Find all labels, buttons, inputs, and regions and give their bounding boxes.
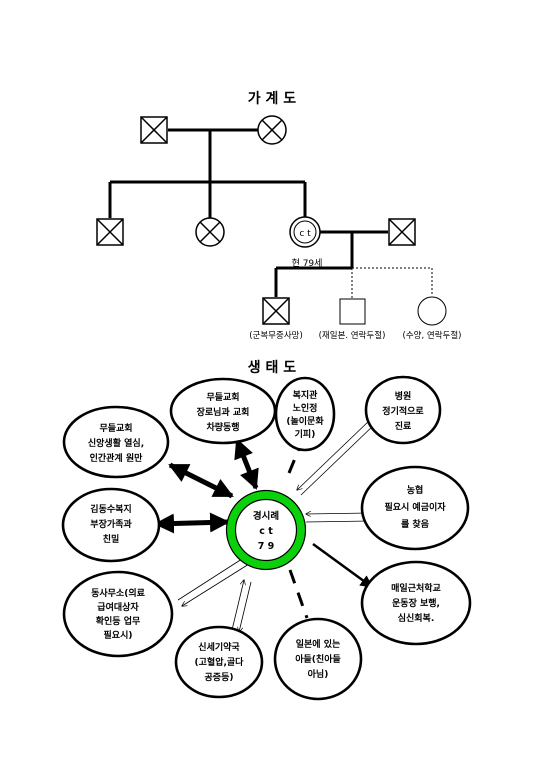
node-nonghyup-line-1: 농협	[407, 484, 424, 496]
node-dong-office-line-3: 확인등 업무	[96, 615, 141, 627]
child-note-1: (군복무중사망)	[249, 330, 303, 341]
son-japan-symbol	[339, 298, 366, 325]
node-church-faith: 무들교회 신앙생활 열심, 인간관계 원만	[62, 405, 170, 479]
father-deceased-symbol	[140, 116, 168, 144]
node-son-japan-line-1: 일본에 있는	[296, 638, 341, 650]
adopted-daughter-symbol	[417, 296, 447, 326]
link-nonghyup-in	[306, 513, 371, 514]
center-line-1: 경시례	[253, 510, 279, 522]
node-church-elder-line-2: 장로님과 교회	[197, 406, 250, 418]
node-church-elder-line-3: 차량동행	[206, 421, 239, 433]
node-church-elder: 무들교회 장로님과 교회 차량동행	[169, 377, 277, 445]
link-nonghyup-out	[305, 521, 370, 522]
node-pharmacy-line-2: (고혈압,골다	[195, 656, 245, 668]
node-nonghyup-line-3: 를 찾음	[401, 518, 429, 530]
link-dong-office-out	[182, 563, 250, 606]
strong-link-social-worker	[154, 512, 230, 534]
client-label: c t	[299, 229, 311, 239]
mother-deceased-symbol	[257, 115, 287, 145]
node-pharmacy-line-3: 공증등)	[205, 672, 234, 683]
node-welfare-center-line-2: 노인정	[293, 402, 318, 414]
link-hospital-in	[297, 418, 372, 490]
ecomap-client-center: 경시례 c t 7 9	[225, 489, 307, 571]
node-social-worker: 김동수복지 부장가족과 친밀	[61, 487, 161, 563]
node-welfare-center: 복지관 노인정 (놀이문화 기피)	[274, 376, 336, 452]
node-dong-office: 동사무소(의료 급여대상자 확인등 업무 필요시)	[62, 570, 174, 658]
genogram-title: 가 계 도	[248, 91, 297, 107]
link-pharmacy-in	[231, 580, 244, 631]
link-hospital-out	[300, 424, 375, 496]
node-hospital-line-1: 병원	[395, 390, 412, 402]
node-hospital: 병원 정기적으로 진료	[364, 375, 442, 445]
son-deceased-symbol	[262, 297, 290, 325]
node-church-faith-line-2: 신앙생활 열심,	[88, 437, 144, 449]
node-hospital-line-2: 정기적으로	[382, 405, 424, 417]
node-church-faith-line-3: 인간관계 원만	[90, 452, 144, 464]
center-line-2: c t	[259, 526, 273, 537]
weak-link-son-japan	[288, 569, 309, 619]
node-social-worker-line-1: 김동수복지	[90, 503, 131, 515]
node-welfare-center-line-1: 복지관	[293, 389, 319, 401]
client-age-label: 현 79세	[292, 258, 323, 269]
node-dong-office-line-2: 급여대상자	[97, 601, 139, 613]
sister-deceased-symbol	[195, 217, 225, 247]
node-son-japan-line-2: 아들(친아들	[295, 653, 341, 665]
link-school-playground	[312, 542, 374, 589]
node-son-japan: 일본에 있는 아들(친아들 아님)	[273, 617, 363, 701]
link-dong-office-in	[177, 557, 245, 601]
strong-link-church-elder	[234, 438, 259, 490]
strong-link-church-faith	[168, 462, 234, 499]
node-school-playground-line-2: 운동장 보행,	[392, 597, 440, 609]
client-symbol: c t	[289, 216, 321, 248]
husband-deceased-symbol	[388, 218, 416, 246]
link-pharmacy-out	[239, 581, 252, 632]
node-pharmacy: 신세기약국 (고혈압,골다 공증등)	[174, 625, 264, 699]
brother-deceased-symbol	[96, 218, 124, 246]
node-dong-office-line-1: 동사무소(의료	[91, 587, 146, 599]
child-note-3: (수양, 연락두절)	[403, 330, 462, 341]
node-nonghyup-line-2: 필요시 예금이자	[384, 501, 446, 513]
node-social-worker-line-3: 친밀	[103, 533, 120, 545]
ecomap: 생 태 도 경시례 c t	[61, 360, 472, 701]
center-line-3: 7 9	[258, 541, 275, 552]
node-social-worker-line-2: 부장가족과	[90, 518, 132, 530]
node-church-elder-line-1: 무들교회	[206, 391, 239, 403]
node-hospital-line-3: 진료	[395, 420, 412, 432]
node-welfare-center-line-3: (놀이문화	[286, 415, 324, 427]
node-nonghyup: 농협 필요시 예금이자 를 찾음	[360, 465, 470, 551]
node-pharmacy-line-1: 신세기약국	[198, 641, 240, 653]
ecomap-title: 생 태 도	[248, 360, 297, 376]
node-school-playground-line-1: 매일근처학교	[391, 582, 441, 594]
node-school-playground: 매일근처학교 운동장 보행, 심신회복.	[360, 560, 472, 646]
node-welfare-center-line-4: 기피)	[295, 428, 316, 440]
node-son-japan-line-3: 아님)	[308, 668, 329, 680]
node-school-playground-line-3: 심신회복.	[398, 612, 435, 624]
node-dong-office-line-4: 필요시)	[104, 629, 133, 641]
child-note-2: (재일본. 연락두절)	[319, 330, 386, 341]
genogram: 가 계 도 c	[96, 91, 462, 341]
node-church-faith-line-1: 무들교회	[99, 422, 132, 434]
